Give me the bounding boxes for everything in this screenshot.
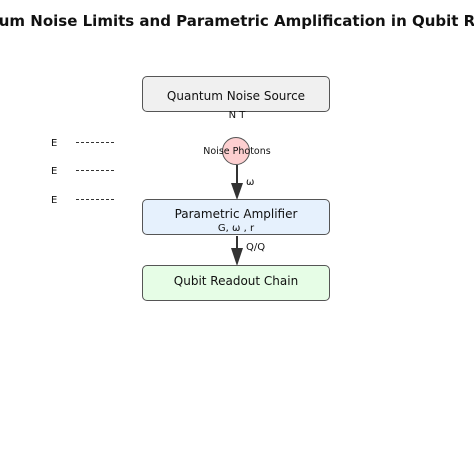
diagram-title: um Noise Limits and Parametric Amplifica… [0, 12, 474, 30]
noise-photons-label: Noise Photons [203, 146, 271, 157]
energy-level-line-2 [76, 170, 114, 171]
energy-level-label-2: E [51, 166, 58, 177]
energy-level-line-3 [76, 199, 114, 200]
quantum-noise-source-block: Quantum Noise Source [142, 76, 330, 112]
qubit-readout-chain-label: Qubit Readout Chain [173, 274, 299, 288]
energy-level-line-1 [76, 142, 114, 143]
quality-arrow-label: Q/Q [246, 242, 266, 253]
frequency-arrow-label: ω [246, 177, 255, 188]
noise-temperature-label: N T [228, 110, 246, 121]
energy-level-label-1: E [51, 138, 58, 149]
energy-level-label-3: E [51, 195, 58, 206]
qubit-readout-chain-block: Qubit Readout Chain [142, 265, 330, 301]
quantum-noise-source-label: Quantum Noise Source [166, 89, 306, 103]
noise-photon-circle [222, 137, 250, 165]
parametric-amplifier-label: Parametric Amplifier [174, 207, 298, 221]
parametric-amplifier-block: Parametric Amplifier G, ω , r [142, 199, 330, 235]
arrow-head-photon-to-amplifier [231, 183, 243, 200]
arrow-head-amplifier-to-readout [231, 248, 243, 266]
amplifier-parameters-label: G, ω , r [217, 223, 255, 234]
